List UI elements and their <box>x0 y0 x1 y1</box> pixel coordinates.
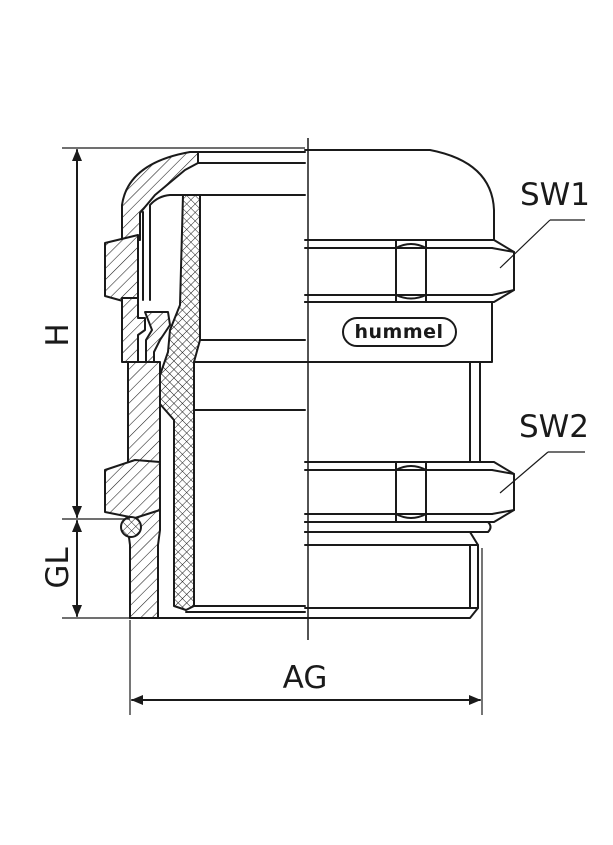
o-ring-section <box>120 516 142 538</box>
seal-ring <box>304 521 492 533</box>
thread-length-label: GL <box>40 547 76 589</box>
upper-hex-nut <box>304 239 515 303</box>
section-view <box>104 151 306 619</box>
thread-diameter-label: AG <box>283 660 328 696</box>
hummel-logo: hummel <box>342 317 457 347</box>
inner-bore-lines <box>185 194 306 613</box>
logo-text: hummel <box>354 321 443 343</box>
lower-hex-section <box>104 459 161 519</box>
wrench-size-2-label: SW2 <box>519 409 589 445</box>
seal-insert-section <box>159 194 201 611</box>
cap-skirt-section <box>121 297 146 363</box>
dome-cap <box>304 149 495 241</box>
upper-hex-section <box>104 234 139 304</box>
wrench-size-1-leader <box>499 219 551 269</box>
dome-cap-section <box>121 151 199 241</box>
height-label: H <box>40 323 76 346</box>
wrench-size-1-label: SW1 <box>520 177 590 213</box>
clamping-fingers-section <box>144 311 171 363</box>
gland-body <box>304 361 481 463</box>
dimensions: H GL AG SW1 SW2 <box>40 147 590 715</box>
exterior-view: hummel <box>304 149 515 619</box>
thread-section <box>304 531 479 619</box>
wrench-size-2-leader <box>499 451 549 494</box>
